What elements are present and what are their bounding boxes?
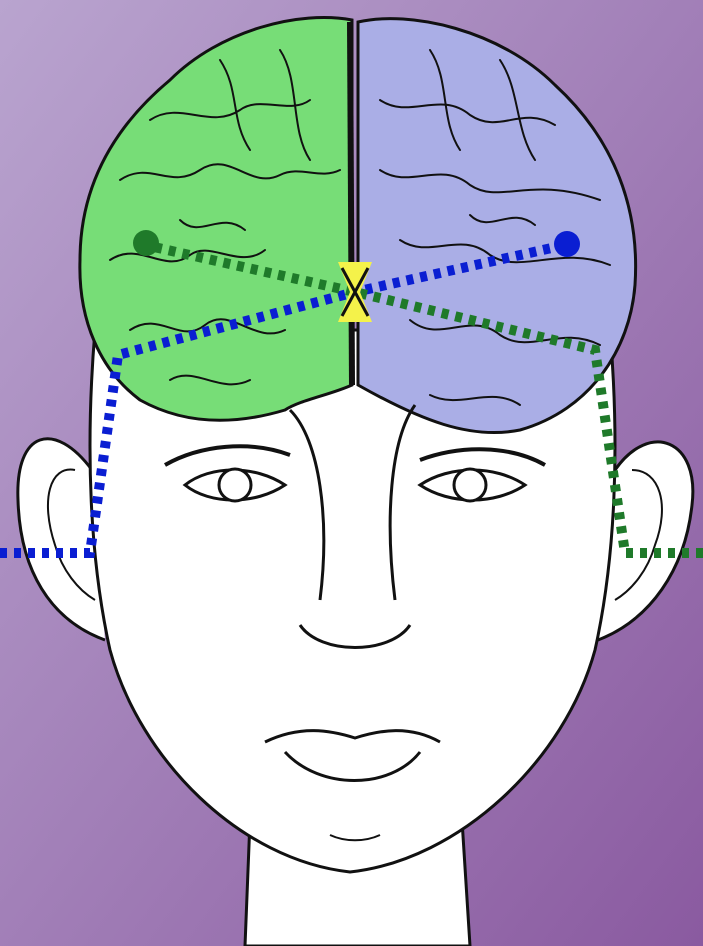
blue-endpoint-dot	[554, 231, 580, 257]
central-fissure	[350, 22, 352, 385]
green-endpoint-dot	[133, 230, 159, 256]
